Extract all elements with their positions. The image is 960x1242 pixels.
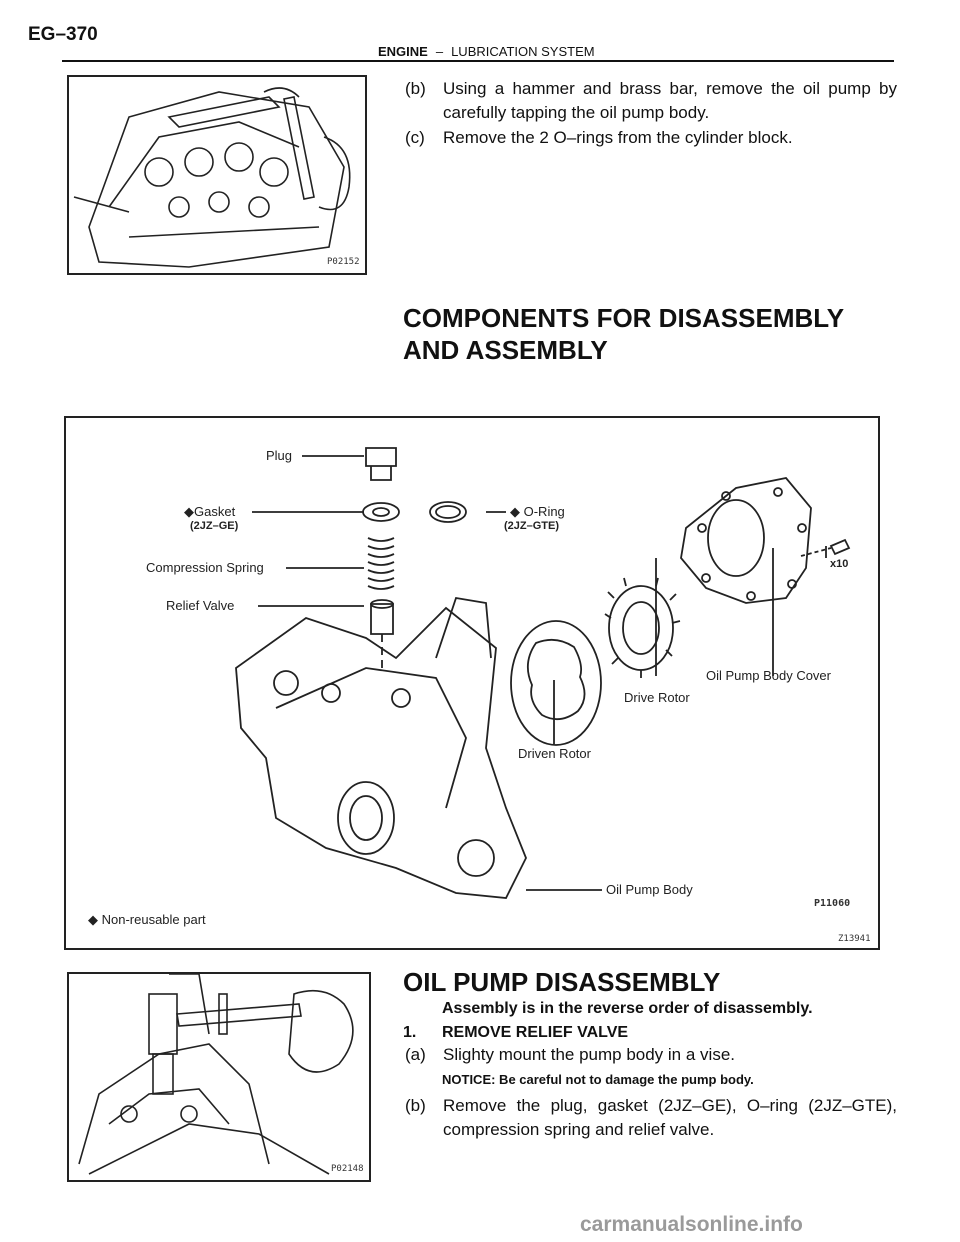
page-code: EG–370 — [28, 24, 98, 45]
step-number: 1. — [403, 1024, 417, 1041]
disassembly-heading: OIL PUMP DISASSEMBLY — [403, 967, 721, 997]
step-b: (b) Remove the plug, gasket (2JZ–GE), O–… — [405, 1094, 897, 1142]
step-1-heading: 1. REMOVE RELIEF VALVE — [403, 1024, 628, 1042]
step-b-top: (b) Using a hammer and brass bar, remove… — [405, 77, 897, 125]
figure-code: P02148 — [331, 1164, 364, 1174]
figure-components-diagram: Plug ◆Gasket (2JZ–GE) ◆ O-Ring (2JZ–GTE)… — [64, 416, 880, 950]
figure-code: P11060 — [814, 898, 851, 909]
step-text: Remove the 2 O–rings from the cylinder b… — [443, 128, 793, 147]
label-driven-rotor: Driven Rotor — [518, 746, 591, 761]
figure-outer-code: Z13941 — [838, 934, 871, 944]
legend-non-reusable: ◆ Non-reusable part — [88, 912, 206, 927]
label-plug: Plug — [266, 448, 293, 463]
step-text: Slighty mount the pump body in a vise. — [443, 1045, 735, 1064]
figure-code: P02152 — [327, 257, 360, 267]
step-label: (c) — [405, 128, 425, 147]
section-name: ENGINE — [378, 44, 428, 59]
oil-pump-exploded-view — [235, 447, 851, 899]
step-text: Using a hammer and brass bar, remove the… — [443, 79, 897, 122]
step-label: (b) — [405, 1096, 426, 1115]
notice-text: NOTICE: Be careful not to damage the pum… — [442, 1072, 754, 1087]
step-label: (b) — [405, 79, 426, 98]
label-body-cover: Oil Pump Body Cover — [706, 668, 831, 683]
step-c-top: (c) Remove the 2 O–rings from the cylind… — [405, 126, 897, 150]
header-separator: – — [435, 44, 444, 59]
step-label: (a) — [405, 1045, 426, 1064]
subsection-name: LUBRICATION SYSTEM — [451, 44, 595, 59]
label-o-ring: ◆ O-Ring — [510, 504, 565, 519]
figure-oil-pump-removal: P02152 — [67, 75, 367, 275]
header-rule — [62, 60, 894, 62]
label-gasket-note: (2JZ–GE) — [190, 520, 239, 532]
label-bolt-qty: x10 — [830, 558, 849, 570]
step-a: (a) Slighty mount the pump body in a vis… — [405, 1043, 897, 1067]
label-gasket: ◆Gasket — [184, 504, 236, 519]
vise-hammer-illustration — [78, 974, 354, 1175]
running-header: ENGINE–LUBRICATION SYSTEM — [378, 44, 595, 59]
step-text: Remove the plug, gasket (2JZ–GE), O–ring… — [443, 1096, 897, 1139]
watermark: carmanualsonline.info — [580, 1213, 803, 1236]
figure-relief-valve-removal: P02148 — [67, 972, 371, 1182]
engine-block-illustration — [73, 87, 351, 268]
label-relief-valve: Relief Valve — [166, 598, 235, 613]
reverse-order-note: Assembly is in the reverse order of disa… — [442, 1000, 813, 1017]
step-title: REMOVE RELIEF VALVE — [442, 1024, 629, 1041]
label-drive-rotor: Drive Rotor — [624, 690, 690, 705]
label-compression-spring: Compression Spring — [146, 560, 264, 575]
components-heading: COMPONENTS FOR DISASSEMBLY AND ASSEMBLY — [403, 303, 844, 365]
label-o-ring-note: (2JZ–GTE) — [504, 520, 560, 532]
label-pump-body: Oil Pump Body — [606, 882, 693, 897]
